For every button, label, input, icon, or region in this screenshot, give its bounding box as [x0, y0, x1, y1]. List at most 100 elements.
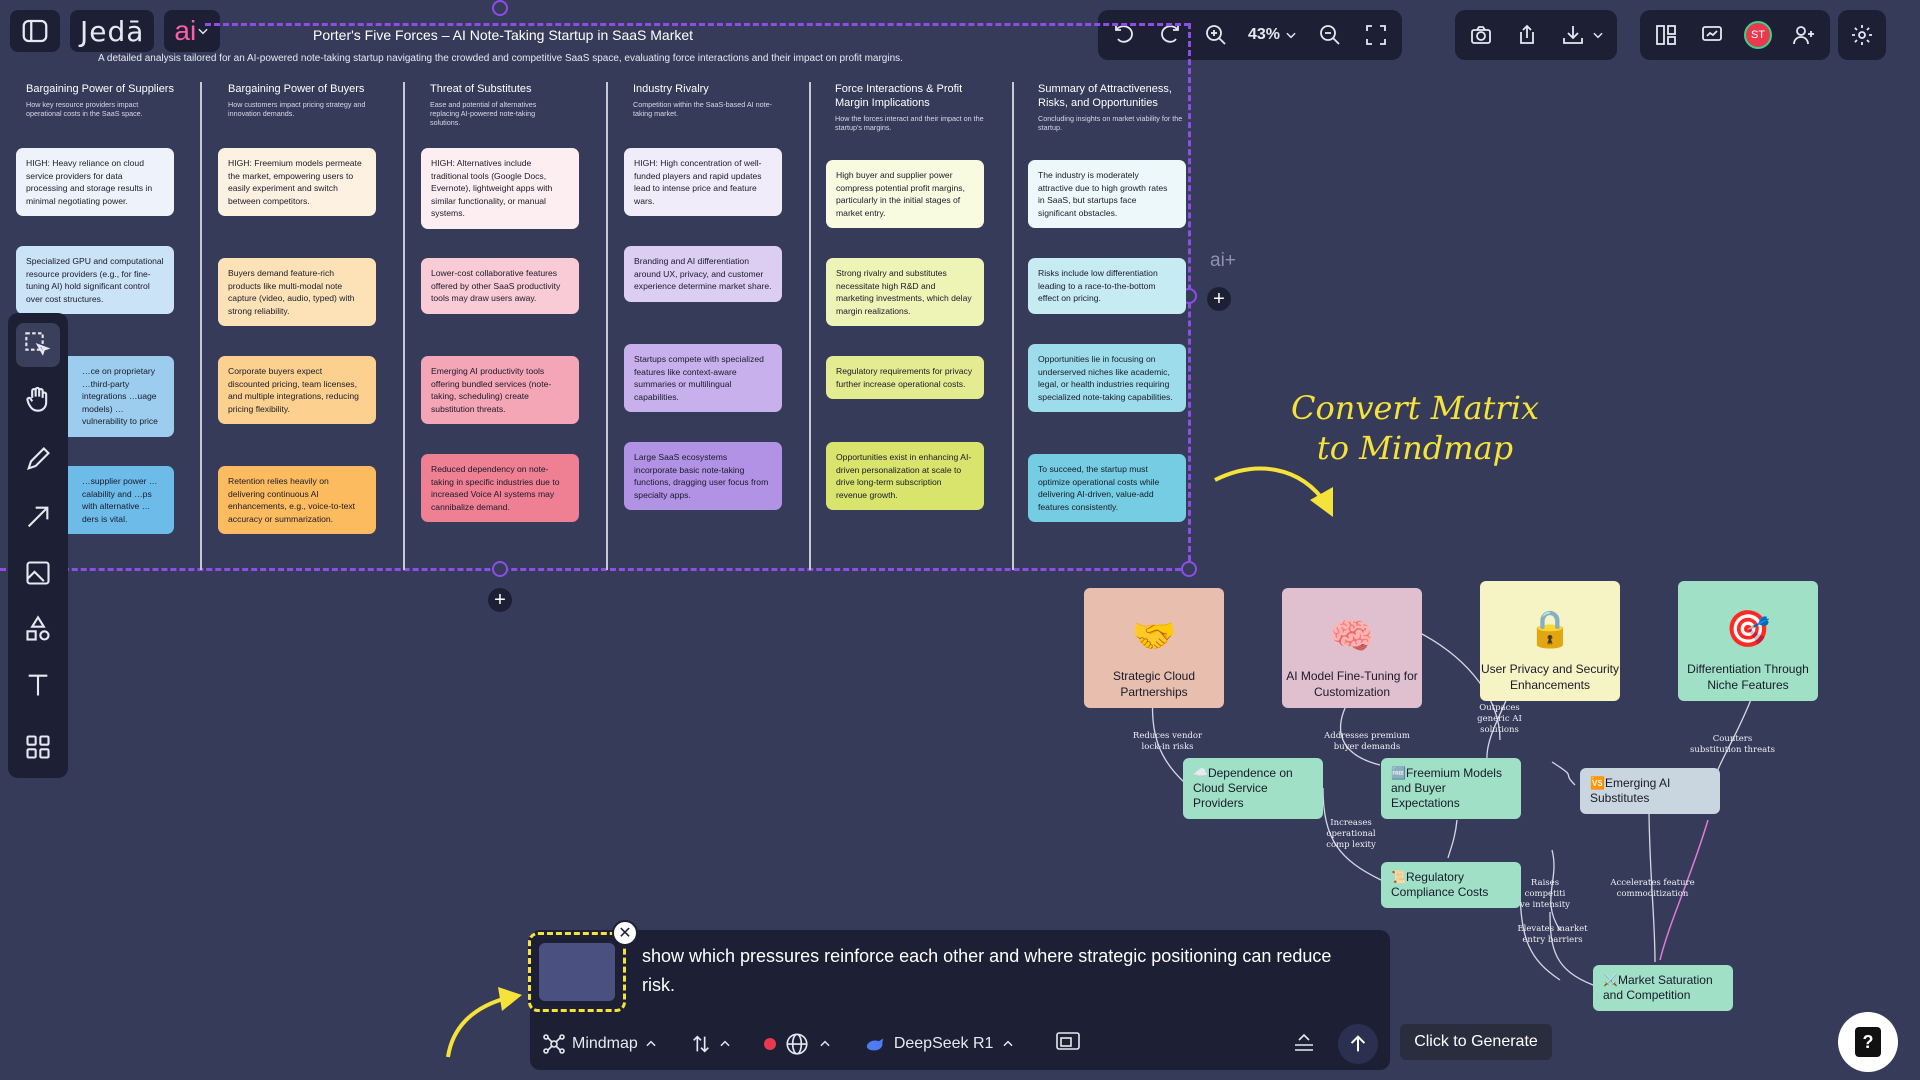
- column-header-summary: Summary of Attractiveness, Risks, and Op…: [1038, 82, 1228, 132]
- matrix-card[interactable]: Lower-cost collaborative features offere…: [421, 258, 579, 314]
- sort-select[interactable]: [690, 1033, 732, 1055]
- edge-label: Outpaces generic AI solutions: [1477, 703, 1522, 735]
- handshake-icon: 🤝: [1131, 615, 1177, 656]
- lock-icon: 🔒: [1527, 608, 1573, 649]
- matrix-card[interactable]: Startups compete with specialized featur…: [624, 344, 782, 412]
- column-description: Competition within the SaaS-based AI not…: [633, 100, 773, 118]
- matrix-card[interactable]: HIGH: Heavy reliance on cloud service pr…: [16, 148, 174, 216]
- selection-handle-top[interactable]: [492, 0, 508, 16]
- matrix-card[interactable]: Reduced dependency on note-taking in spe…: [421, 454, 579, 522]
- matrix-card[interactable]: To succeed, the startup must optimize op…: [1028, 454, 1186, 522]
- column-header-buyers: Bargaining Power of Buyers How customers…: [228, 82, 418, 118]
- zoom-out-icon[interactable]: [1316, 21, 1344, 49]
- ai-menu-button[interactable]: ai: [164, 10, 221, 52]
- help-button[interactable]: ?: [1838, 1012, 1898, 1072]
- annotation-text: Convert Matrix to Mindmap: [1291, 389, 1539, 467]
- mindmap-topic[interactable]: 🤝 Strategic Cloud Partnerships: [1084, 588, 1224, 708]
- mode-select[interactable]: Mindmap: [542, 1032, 658, 1056]
- matrix-card[interactable]: Opportunities exist in enhancing AI-driv…: [826, 442, 984, 510]
- edge-label: Addresses premium buyer demands: [1324, 731, 1410, 752]
- layout-icon[interactable]: [1652, 21, 1680, 49]
- sidebar-toggle-button[interactable]: [10, 10, 60, 52]
- matrix-card[interactable]: Retention relies heavily on delivering c…: [218, 466, 376, 534]
- column-title: Threat of Substitutes: [430, 83, 532, 95]
- prompt-input[interactable]: show which pressures reinforce each othe…: [642, 946, 1332, 995]
- zoom-in-icon[interactable]: [1202, 21, 1230, 49]
- add-below-button[interactable]: +: [488, 588, 512, 612]
- apps-tool[interactable]: [22, 731, 54, 763]
- select-tool[interactable]: [16, 323, 60, 367]
- ai-plus-button[interactable]: ai+: [1210, 250, 1236, 271]
- screenshot-button[interactable]: [1055, 1030, 1081, 1059]
- gear-icon[interactable]: [1848, 21, 1876, 49]
- hand-tool[interactable]: [22, 383, 54, 415]
- matrix-card[interactable]: Specialized GPU and computational resour…: [16, 246, 174, 314]
- view-toolbar: ST: [1640, 10, 1830, 60]
- mindmap-topic[interactable]: 🎯 Differentiation Through Niche Features: [1678, 581, 1818, 701]
- image-tool[interactable]: [22, 557, 54, 589]
- column-divider: [403, 82, 405, 570]
- topic-label: Differentiation Through Niche Features: [1687, 662, 1809, 692]
- mindmap-topic[interactable]: 🔒 User Privacy and Security Enhancements: [1480, 581, 1620, 701]
- matrix-card[interactable]: Branding and AI differentiation around U…: [624, 246, 782, 302]
- mindmap-topic[interactable]: 🧠 AI Model Fine-Tuning for Customization: [1282, 588, 1422, 708]
- web-search-toggle[interactable]: [763, 1031, 832, 1057]
- download-menu[interactable]: [1559, 21, 1605, 49]
- chevron-up-icon: [646, 1040, 656, 1047]
- mindmap-node[interactable]: 🆓Freemium Models and Buyer Expectations: [1381, 758, 1521, 819]
- matrix-card[interactable]: HIGH: Alternatives include traditional t…: [421, 148, 579, 229]
- redo-icon[interactable]: [1156, 21, 1184, 49]
- share-icon[interactable]: [1513, 21, 1541, 49]
- add-right-button[interactable]: +: [1207, 287, 1231, 311]
- fullscreen-icon[interactable]: [1362, 21, 1390, 49]
- topic-label: AI Model Fine-Tuning for Customization: [1286, 669, 1418, 699]
- matrix-card[interactable]: Buyers demand feature-rich products like…: [218, 258, 376, 326]
- matrix-card[interactable]: Emerging AI productivity tools offering …: [421, 356, 579, 424]
- zoom-select[interactable]: 43%: [1248, 26, 1298, 44]
- model-select[interactable]: DeepSeek R1: [864, 1033, 1016, 1055]
- shapes-tool[interactable]: [22, 613, 54, 645]
- zoom-level: 43%: [1248, 26, 1281, 43]
- avatar[interactable]: ST: [1744, 21, 1772, 49]
- camera-icon[interactable]: [1467, 21, 1495, 49]
- column-description: How key resource providers impact operat…: [26, 100, 143, 118]
- column-header-suppliers: Bargaining Power of Suppliers How key re…: [26, 82, 216, 118]
- matrix-card[interactable]: HIGH: High concentration of well-funded …: [624, 148, 782, 216]
- mindmap-node[interactable]: ☁️Dependence on Cloud Service Providers: [1183, 758, 1323, 819]
- selection-border-top: [205, 23, 1190, 26]
- selection-handle-bottom[interactable]: [492, 561, 508, 577]
- close-icon[interactable]: ✕: [612, 920, 638, 946]
- matrix-card[interactable]: The industry is moderately attractive du…: [1028, 160, 1186, 228]
- mindmap-node[interactable]: ⚔️Market Saturation and Competition: [1593, 965, 1733, 1011]
- column-divider: [200, 82, 202, 570]
- selection-handle-corner[interactable]: [1181, 561, 1197, 577]
- pen-tool[interactable]: [22, 443, 54, 475]
- matrix-card[interactable]: Risks include low differentiation leadin…: [1028, 258, 1186, 314]
- record-indicator-icon: [763, 1038, 776, 1050]
- column-title: Bargaining Power of Buyers: [228, 83, 365, 95]
- matrix-card[interactable]: High buyer and supplier power compress p…: [826, 160, 984, 228]
- mindmap-node[interactable]: 📜Regulatory Compliance Costs: [1381, 862, 1521, 908]
- matrix-card[interactable]: Corporate buyers expect discounted prici…: [218, 356, 376, 424]
- matrix-card[interactable]: Strong rivalry and substitutes necessita…: [826, 258, 984, 326]
- chevron-up-icon: [1003, 1040, 1014, 1047]
- add-user-icon[interactable]: [1790, 21, 1818, 49]
- presentation-icon[interactable]: [1698, 21, 1726, 49]
- text-tool[interactable]: [22, 669, 54, 701]
- column-description: Ease and potential of alternatives repla…: [430, 100, 537, 127]
- matrix-card[interactable]: Large SaaS ecosystems incorporate basic …: [624, 442, 782, 510]
- app-logo[interactable]: Jedā: [70, 10, 155, 52]
- arrow-tool[interactable]: [22, 501, 54, 533]
- top-left-group: Jedā ai: [10, 10, 221, 52]
- matrix-card[interactable]: Opportunities lie in focusing on underse…: [1028, 344, 1186, 412]
- model-label: DeepSeek R1: [893, 1035, 994, 1052]
- collapse-button[interactable]: [1292, 1031, 1316, 1058]
- attachment-thumbnail[interactable]: [528, 932, 626, 1012]
- send-button[interactable]: [1338, 1024, 1378, 1064]
- matrix-card[interactable]: HIGH: Freemium models permeate the marke…: [218, 148, 376, 216]
- page-subtitle: A detailed analysis tailored for an AI-p…: [98, 53, 903, 64]
- globe-icon: [786, 1033, 808, 1055]
- matrix-card[interactable]: Regulatory requirements for privacy furt…: [826, 356, 984, 399]
- mindmap-node[interactable]: 🆚Emerging AI Substitutes: [1580, 768, 1720, 814]
- undo-icon[interactable]: [1110, 21, 1138, 49]
